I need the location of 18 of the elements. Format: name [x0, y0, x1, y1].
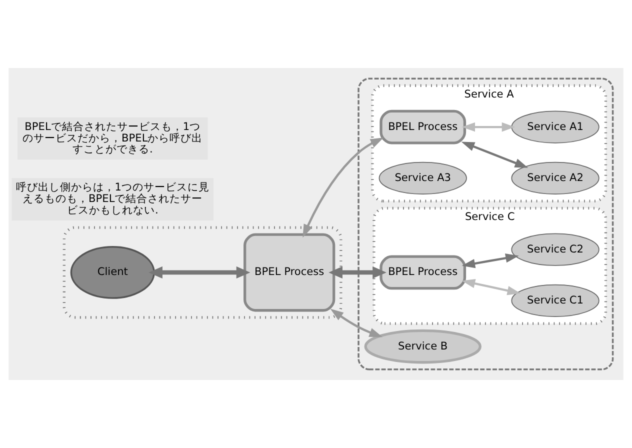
node-ellipse: Service C2 — [511, 233, 600, 266]
arrow — [330, 308, 383, 338]
node-ellipse: Service A2 — [511, 162, 600, 194]
arrow — [462, 278, 521, 296]
node-ellipse: Service A1 — [511, 110, 600, 144]
arrow — [462, 122, 516, 132]
node-box: BPEL Process — [380, 255, 466, 290]
node-ellipse: Client — [70, 246, 155, 299]
node-ellipse: Service C1 — [511, 284, 600, 317]
arrow — [148, 266, 250, 279]
node-box: BPEL Process — [244, 233, 336, 312]
node-ellipse: Service A3 — [378, 162, 467, 194]
node-box: BPEL Process — [380, 110, 466, 144]
arrow — [328, 266, 386, 279]
arrow — [461, 142, 528, 168]
cluster — [358, 78, 614, 370]
arrow — [302, 137, 384, 238]
arrow — [462, 254, 519, 268]
